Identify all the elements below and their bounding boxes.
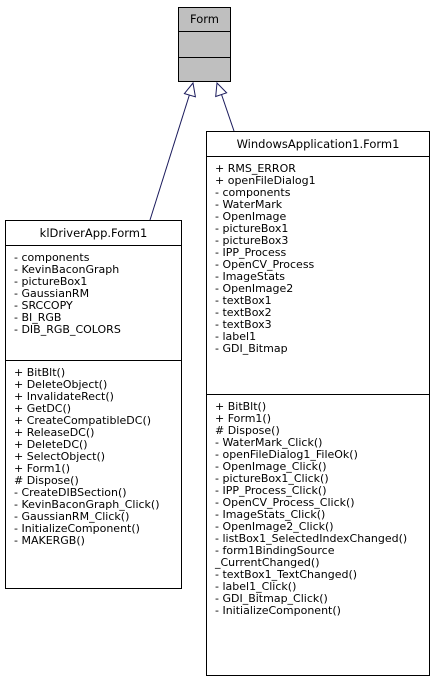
operation-item: + Form1()	[14, 462, 71, 475]
operation-item: # Dispose()	[215, 424, 280, 437]
attribute-item: - OpenImage	[215, 210, 287, 223]
attribute-item: - DIB_RGB_COLORS	[14, 323, 121, 336]
operation-item: - OpenImage2_Click()	[215, 520, 334, 533]
operation-item: + DeleteObject()	[14, 378, 108, 391]
operations-section: + BitBlt() + Form1() # Dispose() - Water…	[207, 394, 429, 617]
attribute-item: - GaussianRM	[14, 287, 90, 300]
operation-item: - KevinBaconGraph_Click()	[14, 498, 160, 511]
attribute-item: - WaterMark	[215, 198, 283, 211]
attributes-section	[179, 31, 230, 57]
attribute-item: - components	[14, 251, 90, 264]
operation-item: - GDI_Bitmap_Click()	[215, 592, 328, 605]
arrowhead-kldriver	[183, 81, 197, 98]
attribute-item: - pictureBox1	[215, 222, 289, 235]
operation-item: + DeleteDC()	[14, 438, 88, 451]
attribute-item: - SRCCOPY	[14, 299, 73, 312]
operation-item: + ReleaseDC()	[14, 426, 95, 439]
operations-section: + BitBlt() + DeleteObject() + Invalidate…	[6, 360, 181, 547]
operations-section	[179, 57, 230, 82]
operation-item: # Dispose()	[14, 474, 79, 487]
operation-item: - listBox1_SelectedIndexChanged()	[215, 532, 408, 545]
attribute-item: - OpenCV_Process	[215, 258, 315, 271]
attributes-section: + RMS_ERROR + openFileDialog1 - componen…	[207, 156, 429, 394]
attribute-item: - pictureBox3	[215, 234, 289, 247]
operation-item: - MAKERGB()	[14, 534, 85, 547]
arrowhead-winapp	[215, 81, 228, 98]
class-title: klDriverApp.Form1	[39, 226, 148, 240]
operation-item: _CurrentChanged()	[215, 556, 320, 569]
class-windowsapplication1-form1[interactable]: WindowsApplication1.Form1 + RMS_ERROR + …	[206, 131, 430, 676]
attribute-item: - OpenImage2	[215, 282, 294, 295]
class-title: WindowsApplication1.Form1	[236, 137, 400, 151]
operation-item: - label1_Click()	[215, 580, 297, 593]
operation-item: + BitBlt()	[14, 366, 66, 379]
edge-kldriver-to-form	[149, 92, 191, 221]
attribute-item: - textBox1	[215, 294, 272, 307]
attribute-item: - KevinBaconGraph	[14, 263, 120, 276]
attribute-item: - IPP_Process	[215, 246, 287, 259]
operation-item: - textBox1_TextChanged()	[215, 568, 358, 581]
operation-item: - CreateDIBSection()	[14, 486, 127, 499]
operation-item: - InitializeComponent()	[14, 522, 140, 535]
operation-item: - IPP_Process_Click()	[215, 484, 327, 497]
class-title: Form	[190, 12, 219, 26]
attribute-item: - BI_RGB	[14, 311, 62, 324]
operation-item: - ImageStats_Click()	[215, 508, 326, 521]
class-kldriverapp-form1[interactable]: klDriverApp.Form1 - components - KevinBa…	[5, 220, 182, 589]
attribute-item: - pictureBox1	[14, 275, 88, 288]
class-form[interactable]: Form	[178, 7, 231, 82]
operation-item: + Form1()	[215, 412, 272, 425]
operation-item: - OpenCV_Process_Click()	[215, 496, 355, 509]
attribute-item: - label1	[215, 330, 257, 343]
operation-item: + CreateCompatibleDC()	[14, 414, 152, 427]
operation-item: - form1BindingSource	[215, 544, 335, 557]
operation-item: - pictureBox1_Click()	[215, 472, 329, 485]
operation-item: + GetDC()	[14, 402, 72, 415]
edge-winapp-to-form	[220, 92, 235, 132]
operation-item: + SelectObject()	[14, 450, 106, 463]
attribute-item: + openFileDialog1	[215, 174, 316, 187]
operation-item: + BitBlt()	[215, 400, 267, 413]
operation-item: - openFileDialog1_FileOk()	[215, 448, 358, 461]
attribute-item: - textBox2	[215, 306, 272, 319]
attribute-item: - GDI_Bitmap	[215, 342, 288, 355]
attribute-item: - textBox3	[215, 318, 272, 331]
operation-item: - GaussianRM_Click()	[14, 510, 130, 523]
operation-item: - WaterMark_Click()	[215, 436, 323, 449]
operation-item: - InitializeComponent()	[215, 604, 341, 617]
operation-item: - OpenImage_Click()	[215, 460, 327, 473]
attribute-item: - components	[215, 186, 291, 199]
attribute-item: - ImageStats	[215, 270, 285, 283]
attributes-section: - components - KevinBaconGraph - picture…	[6, 245, 181, 360]
attribute-item: + RMS_ERROR	[215, 162, 296, 175]
operation-item: + InvalidateRect()	[14, 390, 114, 403]
